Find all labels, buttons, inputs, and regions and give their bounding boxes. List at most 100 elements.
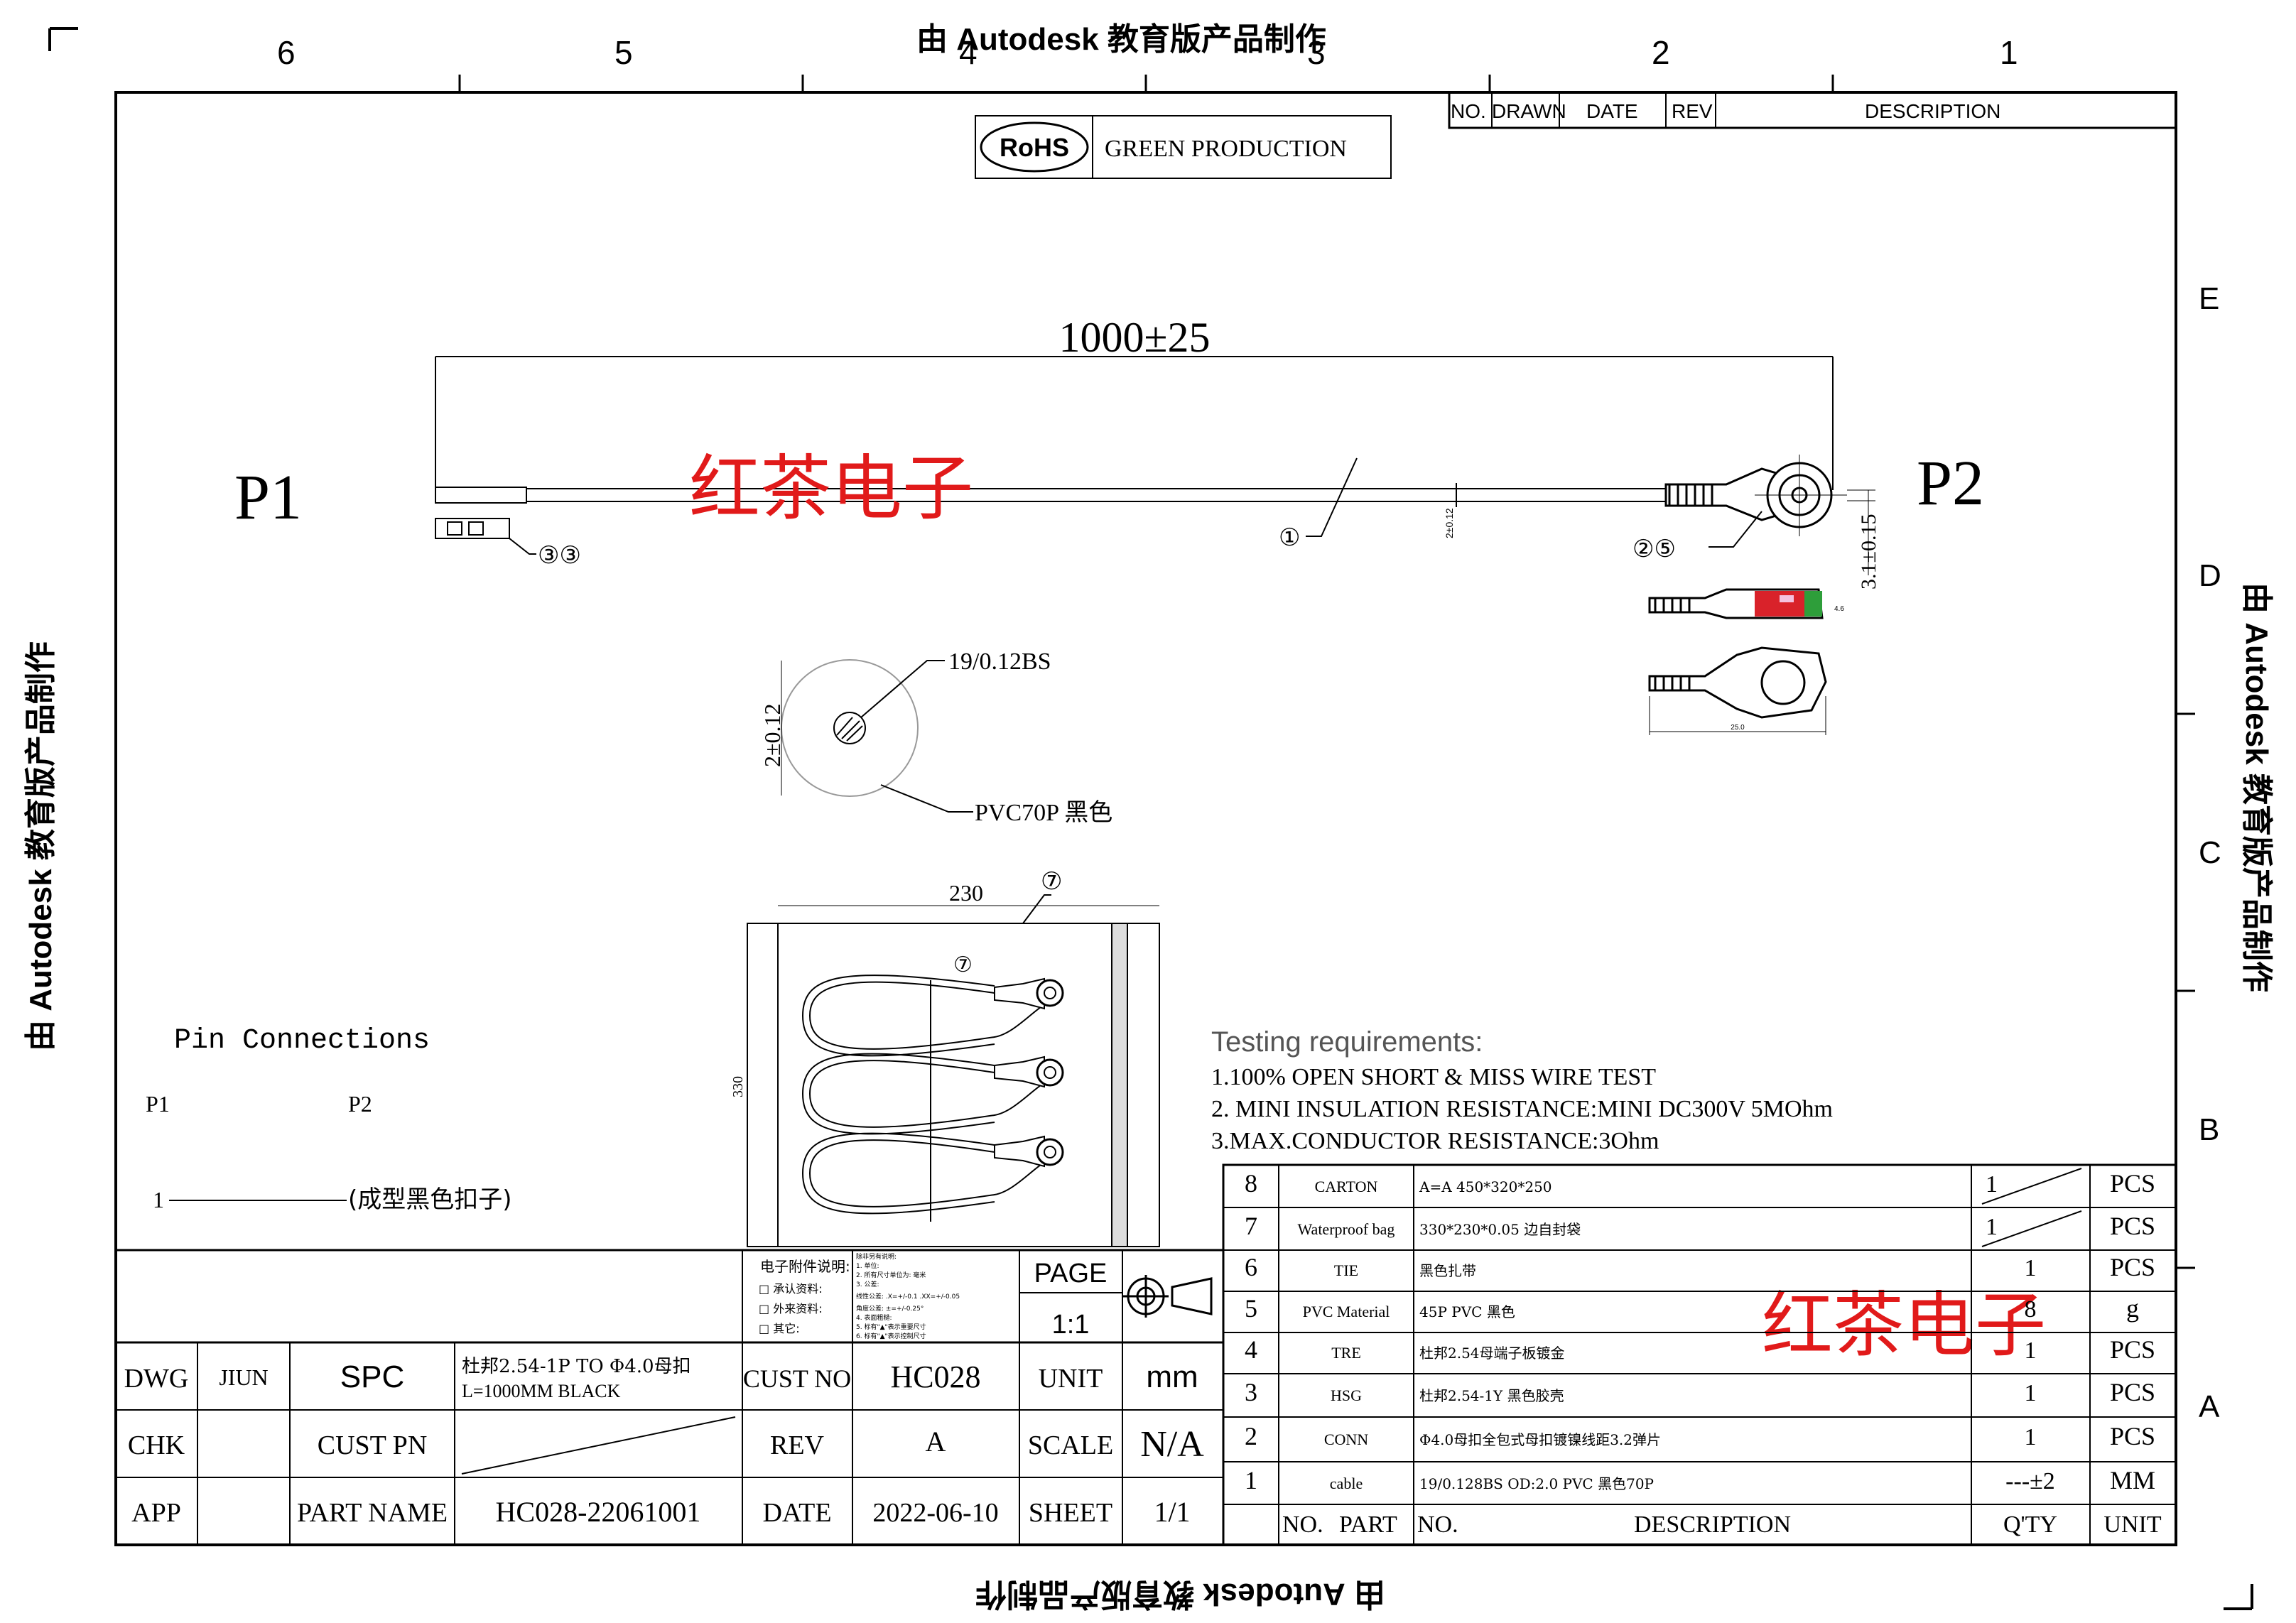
notes-title: 电子附件说明: [760,1258,850,1275]
pin-row-desc: (成型黑色扣子) [348,1185,512,1214]
bom-row-part: CARTON [1315,1178,1378,1195]
bom-row-no: 6 [1245,1253,1257,1281]
corner-mark-br [2224,1584,2253,1610]
tol-line: 1. 单位: [856,1261,879,1270]
bom-header-unit: UNIT [2103,1511,2161,1538]
dwg-by: JIUN [219,1364,268,1390]
snap-connector: ②⑤ 3.1±0.15 [1632,455,1880,590]
bom-header-pno: NO. [1417,1511,1458,1538]
tol-line: 角度公差: ±=+/-0.25° [856,1304,924,1313]
p2-label: P2 [1917,448,1984,519]
bom-row-desc: 杜邦2.54母端子板镀金 [1419,1345,1565,1362]
bom-row-qty: 1 [2025,1424,2037,1450]
bom-row-unit: MM [2110,1466,2155,1494]
coil-snaps [994,977,1064,1168]
rev-header-description: DESCRIPTION [1865,100,2000,122]
revision-table: NO. DRAWN DATE REV DESCRIPTION [1448,91,2177,129]
coiled-cables [801,975,1052,1222]
watermark-bottom: 由 Autodesk 教育版产品制作 [975,1577,1385,1612]
bom-row-unit: PCS [2110,1169,2155,1198]
bom-header-part: PART [1339,1511,1397,1538]
pin-col-p1: P1 [146,1091,170,1117]
p1-label: P1 [234,462,302,533]
pin-title: Pin Connections [174,1025,430,1057]
snap-side-view: 4.6 [1648,588,1844,619]
cable-cross-section: 2±0.12 19/0.12BS PVC70P 黑色 [759,648,1112,826]
tol-line: 除非另有说明: [856,1252,897,1261]
callout-1: ① [1279,523,1300,552]
package-callout: ⑦ [1041,867,1062,896]
notes-item-3: □ 其它: [759,1322,800,1335]
bom-row-part: Waterproof bag [1298,1220,1395,1238]
bom-row-no: 8 [1245,1169,1257,1198]
testing-line-2: 2. MINI INSULATION RESISTANCE:MINI DC300… [1211,1096,1833,1122]
cable-assembly: 2±0.12 ③③ ① [435,457,1666,570]
callout-25: ②⑤ [1632,535,1676,563]
corner-mark-tl [48,27,78,51]
testing-requirements: Testing requirements: 1.100% OPEN SHORT … [1211,1026,1833,1154]
zone-ticks-top [458,75,2195,1269]
tol-line: 线性公差: .X=+/-0.1 .XX=+/-0.05 [856,1292,960,1301]
date-label: DATE [762,1498,831,1528]
bom-row-qty: 1 [2025,1337,2037,1364]
bom-row-desc: 杜邦2.54-1Y 黑色胶壳 [1419,1387,1564,1404]
zone-col-1: 1 [2000,34,2018,71]
bom-row-no: 5 [1245,1294,1257,1323]
package-height: 330 [730,1076,746,1097]
bom-row-desc: 黑色扎带 [1419,1262,1476,1279]
notes-item-1: □ 承认资料: [759,1282,823,1296]
snap-bottom-view: 25.0 [1648,646,1827,735]
zone-col-5: 5 [614,34,633,71]
bom-row-part: HSG [1331,1386,1362,1404]
tol-line: 2. 所有尺寸单位为: 毫米 [856,1271,926,1279]
scale-value: N/A [1140,1424,1204,1465]
testing-title: Testing requirements: [1211,1026,1483,1058]
zone-col-3: 3 [1307,34,1326,71]
package-width: 230 [949,880,983,906]
bom-row-no: 1 [1245,1466,1257,1494]
bom-row-unit: PCS [2110,1253,2155,1281]
zone-col-6: 6 [277,34,296,71]
page-value: 1:1 [1052,1310,1090,1340]
section-diameter: 2±0.12 [759,703,785,767]
scale-label: SCALE [1028,1431,1113,1460]
bom-row-desc: 19/0.128BS OD:2.0 PVC 黑色70P [1419,1475,1654,1492]
bom-row-qty: 1 [2025,1255,2037,1281]
bom-row-part: cable [1330,1475,1363,1492]
notes-block: 电子附件说明: □ 承认资料: □ 外来资料: □ 其它: 除非另有说明: 1.… [114,1249,1225,1344]
zone-row-c: C [2199,835,2221,870]
section-insulation: PVC70P 黑色 [975,799,1112,826]
testing-line-3: 3.MAX.CONDUCTOR RESISTANCE:3Ohm [1211,1128,1659,1154]
tol-line: 5. 标有"▲"表示重要尺寸 [856,1323,926,1331]
bom-row-desc: 330*230*0.05 边自封袋 [1419,1221,1581,1238]
cust-no: HC028 [890,1359,980,1394]
pin-connections: Pin Connections P1 P2 1 (成型黑色扣子) [146,1025,512,1214]
rev-value: A [926,1426,946,1458]
desc-line-1: 杜邦2.54-1P TO Φ4.0母扣 [462,1356,691,1377]
snap-len-dim: 25.0 [1731,724,1745,732]
cable-dim-small: 2±0.12 [1444,508,1455,538]
part-name-label: PART NAME [297,1498,448,1528]
zone-row-b: B [2199,1112,2219,1147]
rohs-badge-outline [980,121,1089,173]
package-view: 230 330 ⑦ ⑦ [730,867,1160,1247]
tol-line: 6. 标有"▲"表示控制尺寸 [856,1332,926,1340]
app-label: APP [131,1498,181,1528]
part-name: HC028-22061001 [496,1496,701,1528]
length-label: 1000±25 [1059,314,1211,361]
bom-header-desc: DESCRIPTION [1634,1511,1791,1538]
unit-label: UNIT [1039,1364,1103,1394]
length-dimension: 1000±25 [435,314,1834,490]
rohs-box: RoHS GREEN PRODUCTION [975,115,1392,179]
pin-col-p2: P2 [348,1091,372,1117]
rev-header-drawn: DRAWN [1492,100,1566,122]
bom-row-qty: 1 [1986,1214,1998,1240]
bom-row-qty: 1 [1986,1171,1998,1198]
dupont-housing [435,487,527,504]
bom-row-qty: 1 [2025,1380,2037,1406]
dwg-label: DWG [124,1364,189,1394]
date-value: 2022-06-10 [872,1498,998,1528]
zone-col-4: 4 [959,34,978,71]
